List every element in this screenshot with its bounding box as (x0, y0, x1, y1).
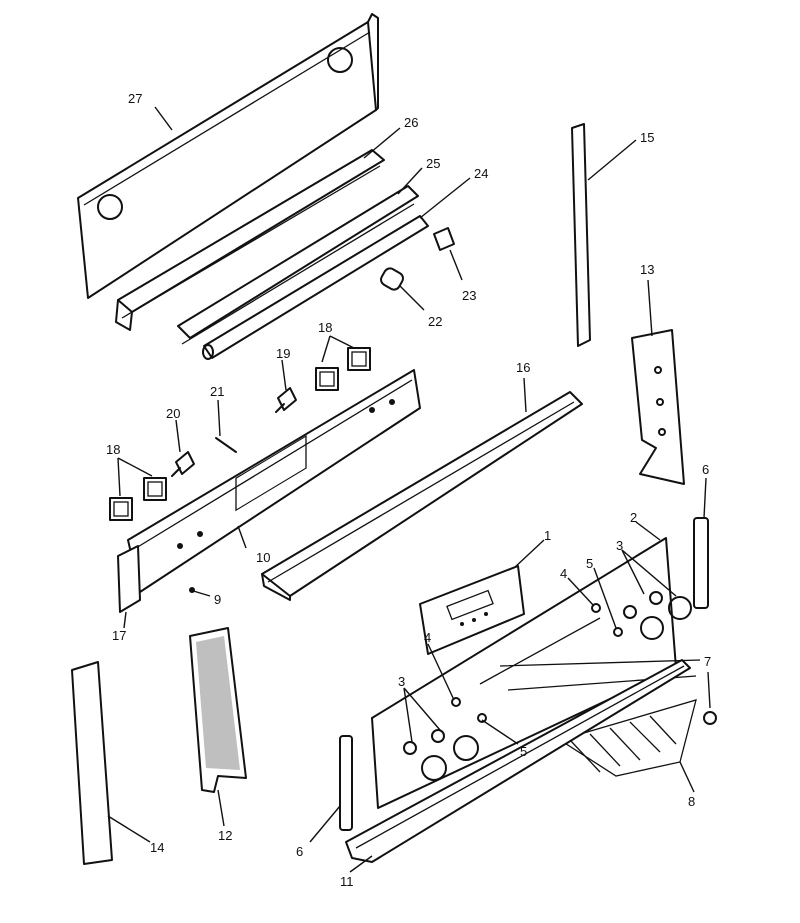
callout-7: 7 (704, 654, 711, 669)
callout-19: 19 (276, 346, 290, 361)
callout-13: 13 (640, 262, 654, 277)
part-13-side-bracket (631, 329, 685, 485)
callout-22: 22 (428, 314, 442, 329)
callout-4-right: 4 (560, 566, 567, 581)
callout-10: 10 (256, 550, 270, 565)
callout-21: 21 (210, 384, 224, 399)
callout-15: 15 (640, 130, 654, 145)
callout-12: 12 (218, 828, 232, 843)
callout-20: 20 (166, 406, 180, 421)
part-6-strip-right (693, 517, 709, 609)
leader-lines (107, 106, 711, 873)
callout-2: 2 (630, 510, 637, 525)
callout-27: 27 (128, 91, 142, 106)
callout-8: 8 (688, 794, 695, 809)
part-17-end-bracket (117, 545, 195, 613)
callout-16: 16 (516, 360, 530, 375)
part-6-strip-left (339, 735, 353, 831)
part-11-bottom-trim (345, 659, 691, 863)
part-18-switch-upper (315, 347, 371, 391)
callout-24: 24 (474, 166, 488, 181)
callout-6-right: 6 (702, 462, 709, 477)
part-25-lower-rail (177, 185, 419, 345)
part-24-rod (202, 215, 429, 360)
callout-labels: 27 26 25 24 23 22 15 13 18 19 21 20 18 1… (106, 91, 711, 889)
part-2-control-panel (371, 537, 692, 809)
part-23-clip (433, 227, 455, 251)
callout-26: 26 (404, 115, 418, 130)
callout-5-right: 5 (586, 556, 593, 571)
callout-9: 9 (214, 592, 221, 607)
callout-4-left: 4 (424, 630, 431, 645)
part-22-bushing (380, 267, 404, 291)
callout-17: 17 (112, 628, 126, 643)
callout-3-left: 3 (398, 674, 405, 689)
callout-14: 14 (150, 840, 164, 855)
part-7-knob-insert (703, 711, 717, 725)
callout-18-lower: 18 (106, 442, 120, 457)
part-26-upper-rail (115, 149, 385, 331)
part-12-filter-panel (189, 627, 247, 793)
part-14-side-strip (71, 661, 113, 865)
control-bracket (127, 369, 421, 593)
part-18-switch-lower (109, 477, 167, 521)
callout-18-upper: 18 (318, 320, 332, 335)
part-19-connector (275, 387, 297, 413)
part-15-side-strip (571, 123, 591, 347)
callout-3-right: 3 (616, 538, 623, 553)
callout-23: 23 (462, 288, 476, 303)
part-27-back-panel (77, 13, 379, 299)
callout-11: 11 (340, 874, 354, 889)
callout-25: 25 (426, 156, 440, 171)
callout-6-left: 6 (296, 844, 303, 859)
callout-5-left: 5 (520, 744, 527, 759)
part-16-trim-bar (261, 391, 583, 601)
part-1-timer-module (419, 565, 525, 655)
part-20-connector (171, 451, 195, 477)
part-21-screw (215, 437, 237, 453)
callout-1: 1 (544, 528, 551, 543)
